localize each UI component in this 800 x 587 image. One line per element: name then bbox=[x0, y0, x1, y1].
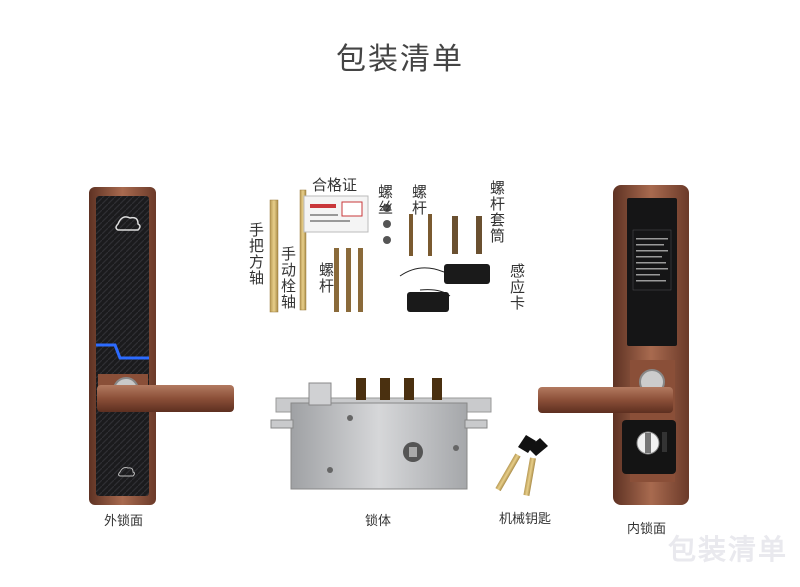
screw-sleeve-label: 螺杆套筒 bbox=[488, 180, 506, 244]
cloud-small-icon bbox=[118, 467, 135, 477]
top-screw-rods bbox=[409, 214, 432, 256]
handle-rod bbox=[269, 199, 279, 313]
lock-body-label: 锁体 bbox=[365, 514, 392, 529]
inner-lock-panel bbox=[538, 185, 689, 505]
outer-panel-label: 外锁面 bbox=[104, 514, 144, 529]
handle-rod-label: 手把方轴 bbox=[247, 222, 265, 286]
certificate-card bbox=[303, 195, 369, 233]
screws bbox=[383, 204, 391, 244]
screws-label: 螺丝 bbox=[376, 184, 394, 216]
watermark: 包装清单 bbox=[667, 533, 788, 566]
top-screw-rod-label: 螺杆 bbox=[410, 184, 428, 216]
rfid-card-label: 感应卡 bbox=[508, 263, 526, 311]
lock-body bbox=[270, 378, 492, 490]
page-title: 包装清单 bbox=[336, 42, 464, 77]
mechanical-keys bbox=[495, 435, 548, 496]
cloud-logo-icon bbox=[115, 216, 141, 231]
certificate-label: 合格证 bbox=[312, 176, 358, 194]
manual-bolt-shaft bbox=[299, 189, 307, 311]
screw-rods bbox=[334, 248, 363, 312]
outer-lock-panel bbox=[89, 187, 234, 505]
manual-bolt-shaft-label: 手动栓轴 bbox=[279, 246, 297, 310]
key-label: 机械钥匙 bbox=[499, 512, 552, 527]
screw-rod-label: 螺杆 bbox=[317, 262, 335, 294]
inner-panel-label: 内锁面 bbox=[627, 522, 667, 537]
rfid-cards bbox=[399, 264, 490, 312]
screw-sleeves bbox=[452, 216, 482, 254]
